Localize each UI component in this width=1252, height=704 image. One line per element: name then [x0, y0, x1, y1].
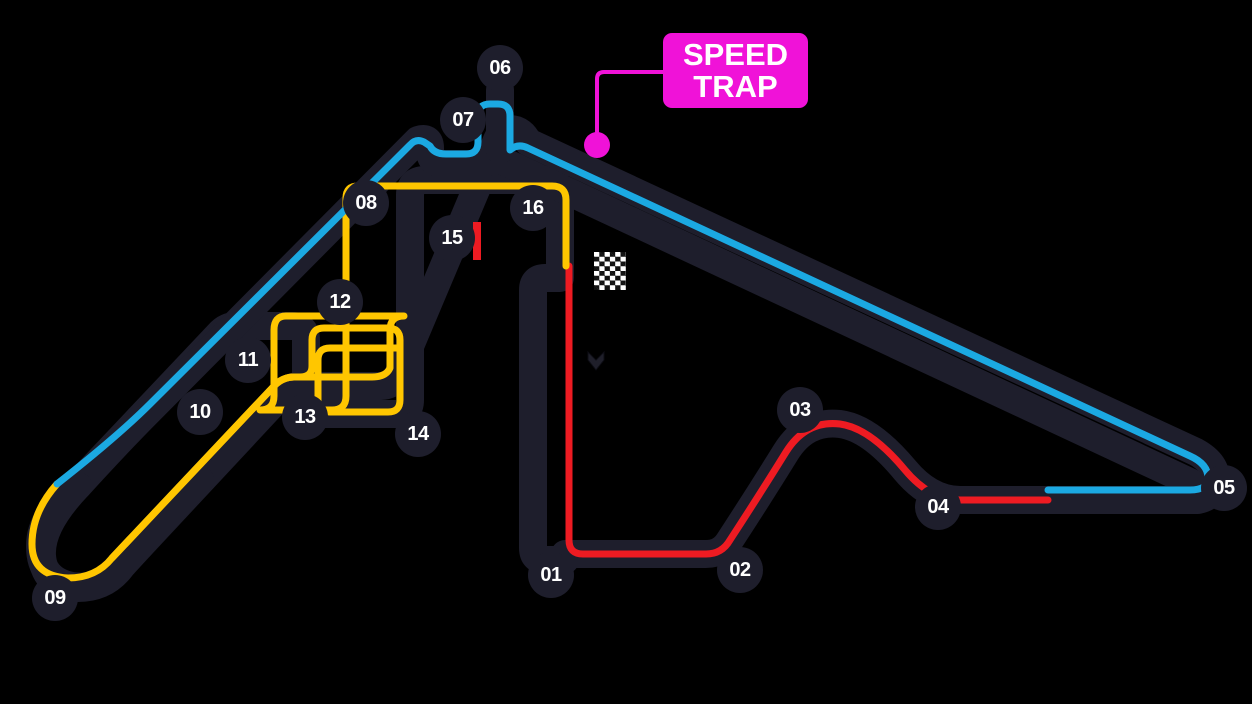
turn-marker-label: 10	[189, 401, 211, 423]
turn-marker-03[interactable]: 03	[777, 387, 823, 433]
turn-marker-label: 09	[44, 587, 66, 609]
turn-marker-label: 12	[329, 291, 351, 313]
turn-marker-10[interactable]: 10	[177, 389, 223, 435]
turn-marker-label: 13	[294, 406, 316, 428]
turn-marker-label: 04	[927, 496, 949, 518]
turn-marker-07[interactable]: 07	[440, 97, 486, 143]
turn-marker-14[interactable]: 14	[395, 411, 441, 457]
turn-marker-label: 02	[729, 559, 751, 581]
turn-marker-16[interactable]: 16	[510, 185, 556, 231]
speed-trap-leader-line	[595, 70, 670, 147]
turn-marker-08[interactable]: 08	[343, 180, 389, 226]
speed-trap-label-line1: SPEED	[682, 36, 789, 72]
turn-marker-label: 03	[789, 399, 811, 421]
turn-marker-label: 14	[407, 423, 429, 445]
turn-marker-06[interactable]: 06	[477, 45, 523, 91]
turn-marker-12[interactable]: 12	[317, 279, 363, 325]
turn-marker-13[interactable]: 13	[282, 394, 328, 440]
turn-marker-label: 11	[237, 349, 259, 371]
speed-trap-dot	[584, 132, 610, 158]
turn-marker-09[interactable]: 09	[32, 575, 78, 621]
turn-marker-label: 08	[355, 192, 377, 214]
speed-trap-badge[interactable]: SPEED TRAP	[663, 33, 808, 108]
drs-marker	[473, 222, 481, 260]
turn-marker-11[interactable]: 11	[225, 337, 271, 383]
turn-marker-05[interactable]: 05	[1201, 465, 1247, 511]
car-icon	[587, 350, 605, 371]
turn-marker-label: 15	[441, 227, 463, 249]
turn-marker-label: 16	[522, 197, 544, 219]
turn-marker-label: 07	[452, 109, 474, 131]
turn-marker-04[interactable]: 04	[915, 484, 961, 530]
turn-marker-15[interactable]: 15	[429, 215, 475, 261]
speed-trap-leader	[584, 70, 670, 158]
speed-trap-label-line2: TRAP	[693, 68, 778, 104]
turn-marker-02[interactable]: 02	[717, 547, 763, 593]
sector-1-red-line	[565, 262, 1052, 558]
turn-marker-label: 05	[1213, 477, 1235, 499]
start-finish-flag-icon	[594, 252, 626, 290]
turn-marker-label: 06	[489, 57, 511, 79]
turn-marker-label: 01	[540, 564, 562, 586]
turn-marker-01[interactable]: 01	[528, 552, 574, 598]
